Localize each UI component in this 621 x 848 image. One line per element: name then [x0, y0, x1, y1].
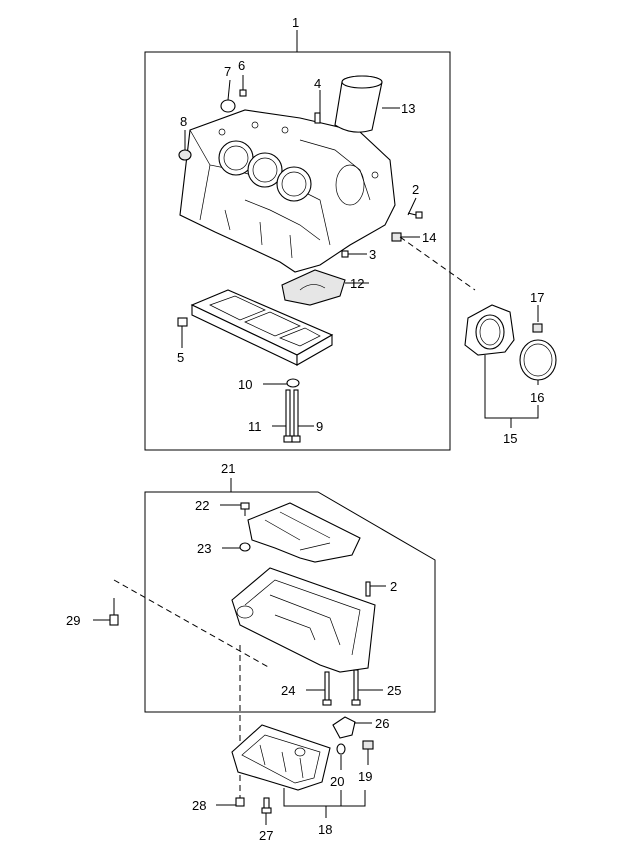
plug-14 — [391, 232, 402, 242]
bolt-25 — [351, 669, 361, 706]
callout-23: 23 — [197, 541, 211, 556]
pin-3 — [341, 250, 349, 258]
bolt-29-group: 29 — [66, 579, 271, 800]
plug-6 — [239, 89, 247, 97]
bolt-24 — [322, 671, 332, 706]
callout-9: 9 — [316, 419, 323, 434]
stud-27 — [261, 797, 272, 814]
cylinder-liner — [334, 75, 383, 133]
callout-11: 11 — [248, 419, 262, 434]
callout-10: 10 — [238, 377, 252, 392]
oil-seal — [519, 339, 557, 381]
rear-seal-group: 17 16 15 — [464, 290, 557, 446]
bolt-28 — [235, 797, 245, 807]
seal-retainer — [464, 304, 515, 356]
pin-2-lower — [365, 581, 371, 597]
cylinder-block-group: 1 13 4 6 7 8 2 14 3 12 5 10 11 9 — [144, 15, 476, 451]
callout-16: 16 — [530, 390, 544, 405]
leaders-upper — [181, 75, 476, 427]
callout-29: 29 — [66, 613, 80, 628]
callout-3: 3 — [369, 247, 376, 262]
callout-2-lower: 2 — [390, 579, 397, 594]
lower-oil-pan-group: 26 20 19 28 27 18 — [192, 716, 389, 843]
bolt-17 — [532, 323, 543, 333]
lower-oil-pan — [231, 724, 331, 791]
washer-20 — [336, 743, 346, 755]
callout-8: 8 — [180, 114, 187, 129]
oil-pan-upper-group: 21 22 23 2 24 25 — [144, 461, 436, 713]
cylinder-block — [179, 109, 396, 273]
callout-19: 19 — [358, 769, 372, 784]
callout-20: 20 — [330, 774, 344, 789]
bolt-5 — [177, 317, 188, 334]
gasket-26 — [332, 716, 356, 739]
callout-2-upper: 2 — [412, 182, 419, 197]
callout-5: 5 — [177, 350, 184, 365]
bearing-cap — [281, 269, 346, 306]
callout-13: 13 — [401, 101, 415, 116]
baffle-plate — [247, 502, 361, 563]
callout-15: 15 — [503, 431, 517, 446]
plug-7 — [220, 99, 236, 113]
callout-24: 24 — [281, 683, 295, 698]
pin-2-upper — [407, 211, 423, 219]
bolts-9-11 — [283, 389, 301, 443]
callout-6: 6 — [238, 58, 245, 73]
callout-27: 27 — [259, 828, 273, 843]
washer-23 — [239, 542, 251, 552]
callout-26: 26 — [375, 716, 389, 731]
drain-plug-19 — [362, 740, 374, 750]
callout-4: 4 — [314, 76, 321, 91]
upper-oil-pan — [231, 567, 376, 673]
callout-12: 12 — [350, 276, 364, 291]
callout-28: 28 — [192, 798, 206, 813]
oil-pan-frame — [144, 491, 436, 713]
callout-1: 1 — [292, 15, 299, 30]
dowel-pin-4 — [314, 112, 321, 124]
ladder-frame — [190, 289, 334, 366]
callout-22: 22 — [195, 498, 209, 513]
callout-17: 17 — [530, 290, 544, 305]
bolt-22 — [240, 502, 250, 516]
callout-21: 21 — [221, 461, 235, 476]
callout-18: 18 — [318, 822, 332, 837]
plug-8 — [178, 149, 192, 161]
callout-7: 7 — [224, 64, 231, 79]
callout-25: 25 — [387, 683, 401, 698]
washer-10 — [286, 378, 300, 388]
callout-14: 14 — [422, 230, 436, 245]
